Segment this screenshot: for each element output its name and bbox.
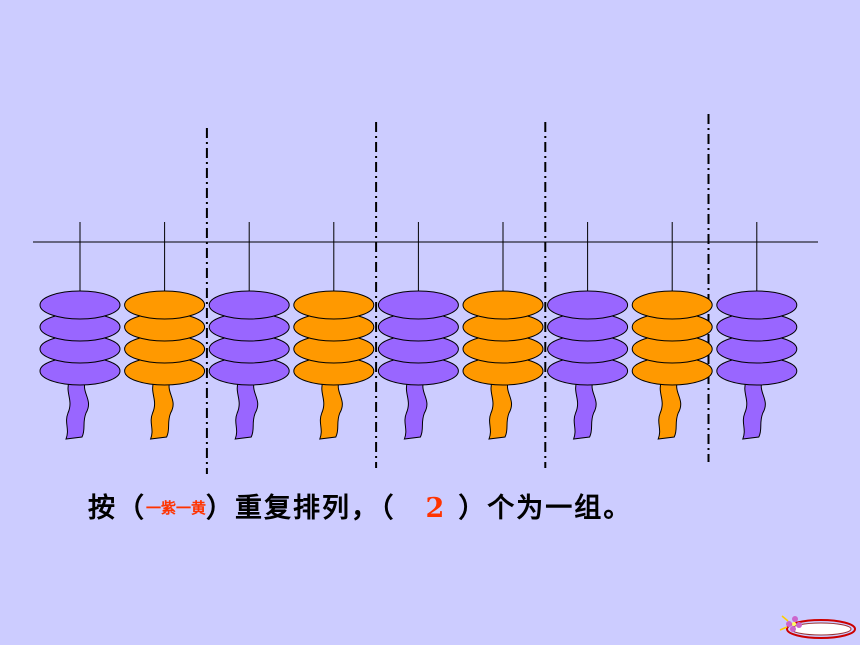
lantern-disc xyxy=(124,290,206,320)
sentence-prefix: 按（ xyxy=(88,493,146,524)
lantern-disc xyxy=(462,290,544,320)
lantern-tail xyxy=(403,378,428,440)
lantern-orange xyxy=(124,222,206,440)
answer-number: 2 xyxy=(425,493,447,524)
flower-arrow-icon[interactable] xyxy=(779,615,856,639)
lantern-orange xyxy=(462,222,544,440)
lantern-row xyxy=(39,222,798,440)
lantern-disc xyxy=(293,290,375,320)
lantern-purple xyxy=(39,222,121,440)
lantern-purple xyxy=(716,222,798,440)
lantern-tail xyxy=(488,378,513,440)
lantern-tail xyxy=(65,378,90,440)
group-dividers xyxy=(205,114,710,474)
sentence-middle: ）重复排列，（ xyxy=(206,493,396,524)
lantern-tail xyxy=(234,378,259,440)
lantern-disc xyxy=(377,290,459,320)
lantern-purple xyxy=(377,222,459,440)
lantern-disc xyxy=(39,290,121,320)
lantern-purple xyxy=(208,222,290,440)
lantern-disc xyxy=(547,290,629,320)
lantern-purple xyxy=(547,222,629,440)
lantern-tail xyxy=(742,378,766,440)
question-sentence: 按（一紫一黄）重复排列，（ 2 ）个为一组。 xyxy=(88,486,632,525)
lantern-disc xyxy=(631,290,713,320)
lantern-orange xyxy=(631,222,713,440)
sentence-suffix: ）个为一组。 xyxy=(458,493,633,524)
lantern-tail xyxy=(149,378,174,440)
lantern-orange xyxy=(293,222,375,440)
lantern-tail xyxy=(572,378,597,440)
lantern-disc xyxy=(716,290,798,320)
lantern-tail xyxy=(657,378,682,440)
pattern-label: 一紫一黄 xyxy=(146,499,207,517)
lantern-disc xyxy=(208,290,290,320)
lantern-tail xyxy=(319,378,343,440)
